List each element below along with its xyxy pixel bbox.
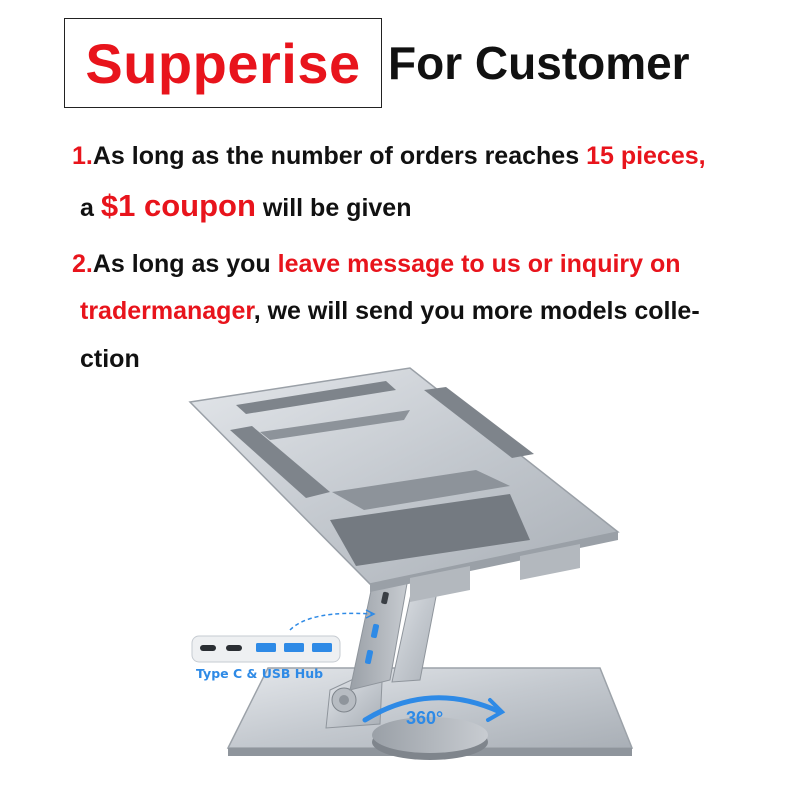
headline-box: Supperise [64, 18, 382, 108]
usb-c-port-icon [200, 645, 216, 651]
rotation-disc [372, 717, 488, 760]
rotation-badge: 360° [362, 695, 506, 728]
offer1-text-b: a [80, 194, 101, 222]
offer2-line3: ction [80, 345, 140, 374]
usb-a-port-icon [256, 643, 276, 652]
usb-c-port-icon [226, 645, 242, 651]
usb-hub-callout: Type C & USB Hub [191, 609, 376, 681]
stand-arm [349, 575, 441, 691]
offer2-highlight-a: leave message to us or inquiry on [277, 250, 681, 278]
headline: Supperise For Customer [64, 16, 690, 110]
offer2-text-b: , we will send you more models colle- [253, 297, 700, 325]
offer2-text-a: As long as you [92, 250, 278, 278]
offer2-line2: tradermanager, we will send you more mod… [80, 297, 700, 326]
rotate-arrow-icon [486, 698, 506, 722]
offer1-line2: a $1 coupon will be given [80, 188, 411, 224]
usb-a-port-icon [284, 643, 304, 652]
headline-boxed-text: Supperise [85, 31, 361, 95]
stand-tray [188, 367, 620, 602]
usb-a-port-icon [312, 643, 332, 652]
offer1-highlight: 15 pieces, [586, 142, 706, 170]
offer1-line1: 1.As long as the number of orders reache… [72, 142, 706, 171]
offer2-text-c: ction [80, 345, 140, 373]
headline-rest-text: For Customer [388, 37, 690, 89]
offer1-text-a: As long as the number of orders reaches [92, 142, 587, 170]
offer2-number: 2. [72, 250, 93, 278]
offer1-coupon: $1 coupon [100, 188, 256, 223]
offer2-highlight-b: tradermanager [80, 297, 254, 325]
offer1-number: 1. [72, 142, 93, 170]
rotation-label: 360° [406, 708, 443, 728]
offer1-text-c: will be given [255, 194, 412, 222]
offer2-line1: 2.As long as you leave message to us or … [72, 250, 681, 279]
stand-hinge [325, 675, 383, 729]
hub-label: Type C & USB Hub [196, 666, 323, 681]
